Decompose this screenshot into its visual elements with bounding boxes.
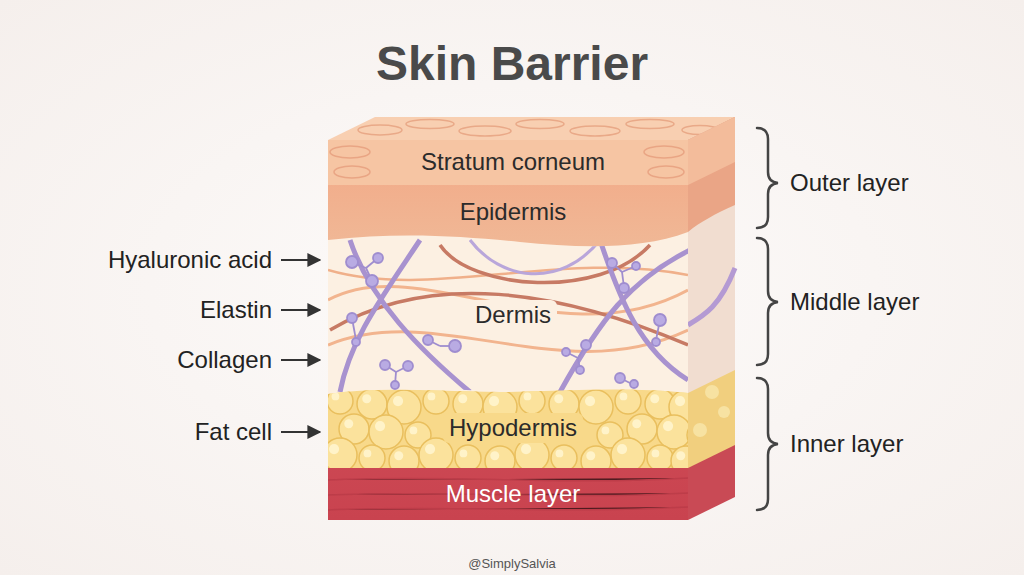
layer-band: Epidermis xyxy=(333,187,693,237)
fat-cell-circle xyxy=(369,415,403,449)
layer-band: Hypodermis xyxy=(333,393,693,463)
fat-cell-shine xyxy=(332,393,340,401)
fat-cell-circle xyxy=(615,388,641,414)
fat-cell-circle xyxy=(359,445,385,471)
fat-cell-shine xyxy=(393,396,403,406)
part-label: Fat cell xyxy=(195,418,272,446)
fat-cell-shine xyxy=(490,451,499,460)
layer-name: Muscle layer xyxy=(440,479,587,509)
title: Skin Barrier xyxy=(0,36,1024,91)
layer-name: Dermis xyxy=(469,300,557,330)
layer-band: Dermis xyxy=(333,255,693,375)
fat-cell-shine xyxy=(676,451,685,460)
fat-cell-shine xyxy=(362,394,371,403)
part-label: Collagen xyxy=(177,346,272,374)
fat-cell-shine xyxy=(632,419,641,428)
fat-cell-shine xyxy=(329,444,339,454)
side-face xyxy=(688,117,735,520)
fat-cell-shine xyxy=(692,427,700,435)
fat-cell-circle xyxy=(551,445,577,471)
fat-cell-shine xyxy=(617,444,627,454)
fat-cell-circle xyxy=(611,438,645,472)
leader-arrows xyxy=(281,260,320,432)
layer-name: Stratum corneum xyxy=(415,147,611,177)
fat-cell-shine xyxy=(375,421,385,431)
fat-cell-circle xyxy=(581,446,611,476)
fat-cell-shine xyxy=(394,451,403,460)
fat-cell-shine xyxy=(428,393,436,401)
fat-cell-shine xyxy=(458,394,467,403)
fat-cell-shine xyxy=(410,427,418,435)
fat-cell-circle xyxy=(687,422,713,448)
fat-cell-shine xyxy=(460,450,468,458)
fat-cell-circle xyxy=(323,438,357,472)
hyaluronic-molecules xyxy=(346,253,666,389)
layer-brackets xyxy=(757,128,778,510)
fat-cell-circle xyxy=(327,388,353,414)
fat-cell-shine xyxy=(663,421,673,431)
top-face xyxy=(328,117,735,140)
fat-cell-shine xyxy=(425,444,435,454)
part-label: Elastin xyxy=(200,296,272,324)
fat-cell-circle xyxy=(515,438,549,472)
layer-band: Muscle layer xyxy=(333,469,693,519)
fat-cell-shine xyxy=(585,396,595,406)
layer-name: Hypodermis xyxy=(443,413,583,443)
fat-cell-shine xyxy=(652,450,660,458)
fat-cell-circle xyxy=(485,446,515,476)
fat-cell-shine xyxy=(521,444,531,454)
fat-cell-shine xyxy=(620,393,628,401)
fat-cell-shine xyxy=(364,450,372,458)
fat-cell-shine xyxy=(650,394,659,403)
fat-cell-shine xyxy=(602,427,610,435)
dermis-fibers xyxy=(328,240,690,392)
surface-cells xyxy=(358,120,718,137)
fat-cell-shine xyxy=(489,396,499,406)
fat-cell-circle xyxy=(647,445,673,471)
layer-group-label: Inner layer xyxy=(790,430,903,458)
fat-cell-circle xyxy=(455,445,481,471)
fat-cell-circle xyxy=(357,389,387,419)
watermark: @SimplySalvia xyxy=(468,556,556,571)
layer-band: Stratum corneum xyxy=(333,140,693,184)
fat-cell-shine xyxy=(586,451,595,460)
layer-group-label: Middle layer xyxy=(790,288,919,316)
front-face xyxy=(328,140,688,520)
fat-cell-circle xyxy=(389,446,419,476)
fat-cell-shine xyxy=(344,419,353,428)
fat-cell-circle xyxy=(671,446,701,476)
fat-cells xyxy=(323,388,713,476)
fat-cell-circle xyxy=(423,388,449,414)
fat-cell-circle xyxy=(519,388,545,414)
fat-cell-circle xyxy=(419,438,453,472)
layer-name: Epidermis xyxy=(454,197,573,227)
fat-cell-shine xyxy=(556,450,564,458)
layer-group-label: Outer layer xyxy=(790,169,909,197)
fat-cell-shine xyxy=(554,394,563,403)
fat-cell-shine xyxy=(524,393,532,401)
fat-cell-circle xyxy=(579,390,613,424)
fat-cell-circle xyxy=(657,415,691,449)
part-label: Hyaluronic acid xyxy=(108,246,272,274)
fat-cell-shine xyxy=(675,396,685,406)
